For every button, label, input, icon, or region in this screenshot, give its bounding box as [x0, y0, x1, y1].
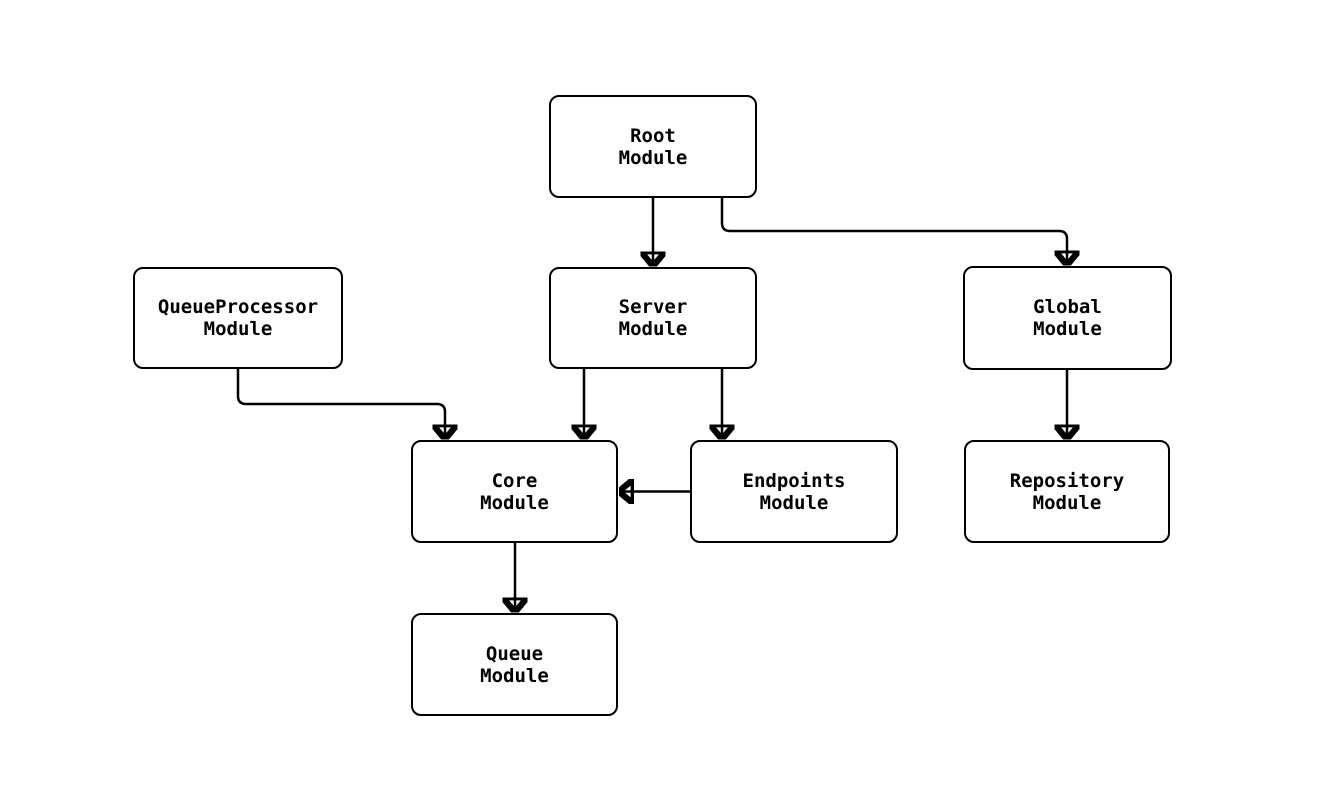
node-label-line1: Queue	[485, 642, 544, 665]
node-label-line2: Module	[480, 491, 549, 514]
node-queueprocessor-module: QueueProcessor Module	[133, 267, 343, 369]
node-label-line2: Module	[480, 664, 549, 687]
node-label-line2: Module	[1032, 491, 1102, 514]
node-label-line1: Global	[1033, 296, 1102, 318]
edge-root-to-global	[720, 198, 1067, 264]
node-label-line2: Module	[1033, 318, 1102, 340]
node-global-module: Global Module	[963, 266, 1172, 370]
node-label-line1: Endpoints	[742, 469, 846, 492]
node-label-line2: Module	[203, 318, 273, 340]
node-label-line1: Repository	[1009, 469, 1125, 492]
node-label-line2: Module	[618, 146, 688, 169]
node-label-line1: QueueProcessor	[157, 296, 319, 318]
node-core-module: Core Module	[411, 440, 618, 543]
node-repository-module: Repository Module	[964, 440, 1170, 543]
node-label-line1: Server	[618, 296, 688, 318]
node-label-line2: Module	[618, 318, 688, 340]
node-endpoints-module: Endpoints Module	[690, 440, 898, 543]
edge-queueprocessor-to-core	[236, 369, 445, 438]
node-queue-module: Queue Module	[411, 613, 618, 716]
node-root-module: Root Module	[549, 95, 757, 198]
node-label-line1: Core	[491, 469, 538, 492]
node-label-line1: Root	[630, 124, 676, 147]
node-label-line2: Module	[759, 491, 829, 514]
node-server-module: Server Module	[549, 267, 757, 369]
